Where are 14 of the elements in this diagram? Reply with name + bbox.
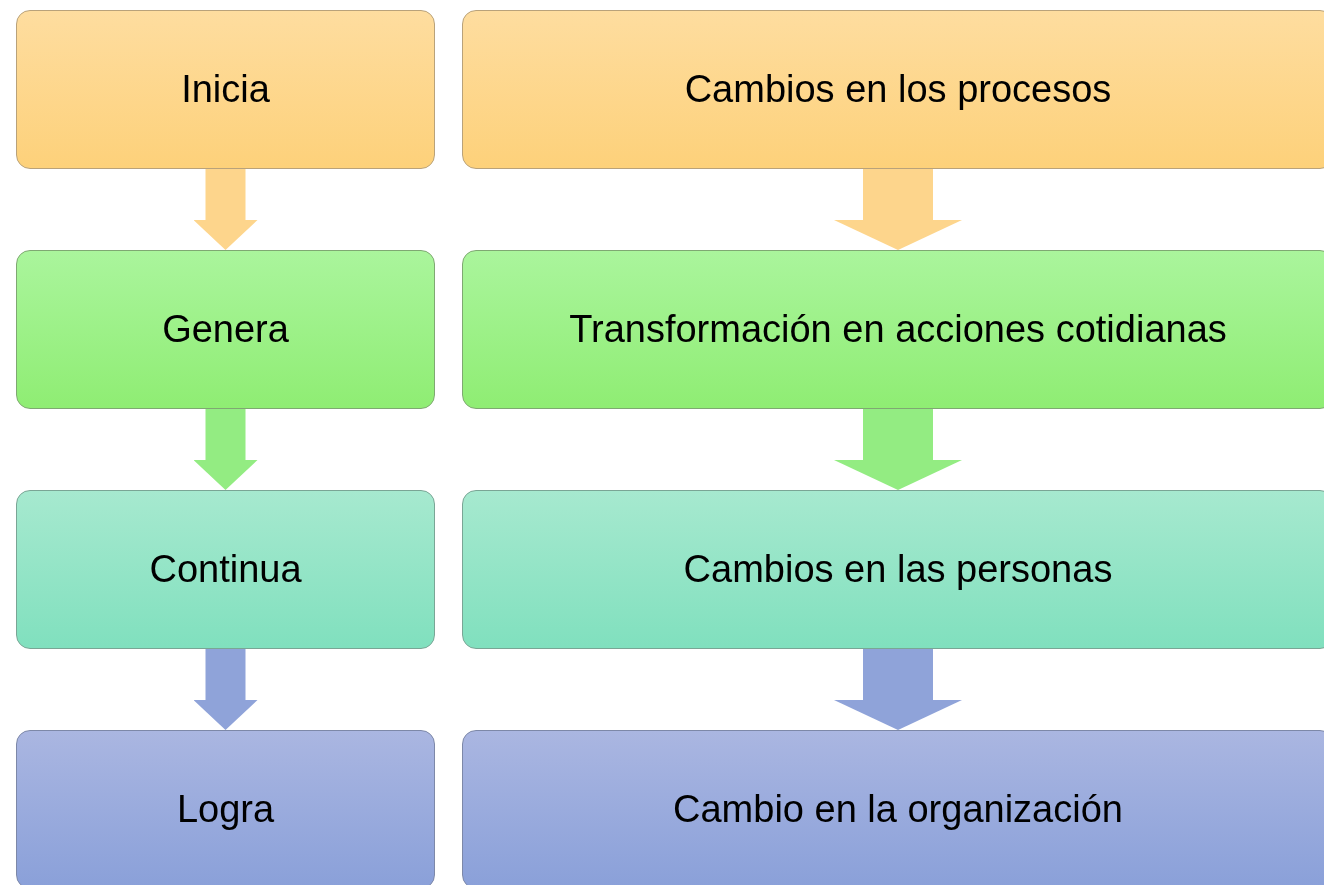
process-box: Logra (16, 730, 435, 885)
process-box: Genera (16, 250, 435, 409)
block-arrow (193, 649, 258, 730)
block-arrow (193, 409, 258, 490)
process-box: Inicia (16, 10, 435, 169)
process-box: Continua (16, 490, 435, 649)
process-box: Cambio en la organización (462, 730, 1324, 885)
process-box: Cambios en las personas (462, 490, 1324, 649)
block-arrow (834, 169, 962, 250)
block-arrow (834, 409, 962, 490)
block-arrow (834, 649, 962, 730)
block-arrow (193, 169, 258, 250)
process-box: Transformación en acciones cotidianas (462, 250, 1324, 409)
process-box: Cambios en los procesos (462, 10, 1324, 169)
